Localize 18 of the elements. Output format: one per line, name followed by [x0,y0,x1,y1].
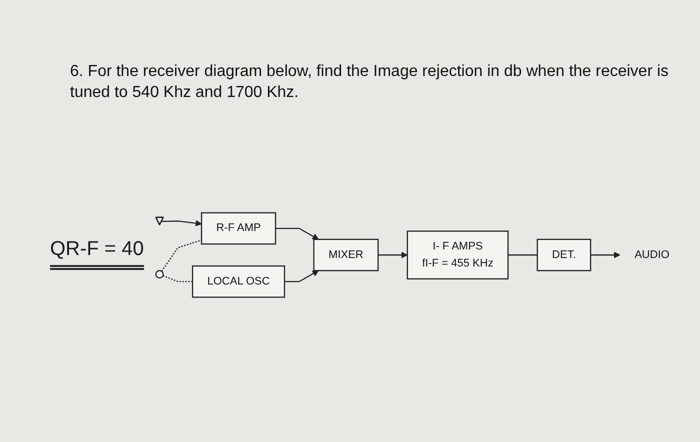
dashed-line [161,240,202,272]
arrow [276,228,319,240]
block-box: MIXER [313,238,379,272]
block-box: I- F AMPS fI-F = 455 KHz [406,230,509,280]
arrow [284,270,319,282]
antenna-symbol [155,216,164,226]
output-label: AUDIO [634,248,670,261]
connector-line [508,254,538,256]
arrow [162,220,202,226]
block-box: R-F AMP [200,212,276,245]
arrow [590,252,620,258]
block-box: DET. [536,238,592,272]
dashed-line [162,275,193,282]
block-box: LOCAL OSC [192,265,286,298]
annotation-text: QR-F = 40 [50,238,144,270]
question-text: 6. For the receiver diagram below, find the Image rejection in db when the receiver is tuned to 540 Khz and 1700 Khz. [70,62,670,103]
knob-circle [155,270,164,279]
arrow [378,252,408,258]
